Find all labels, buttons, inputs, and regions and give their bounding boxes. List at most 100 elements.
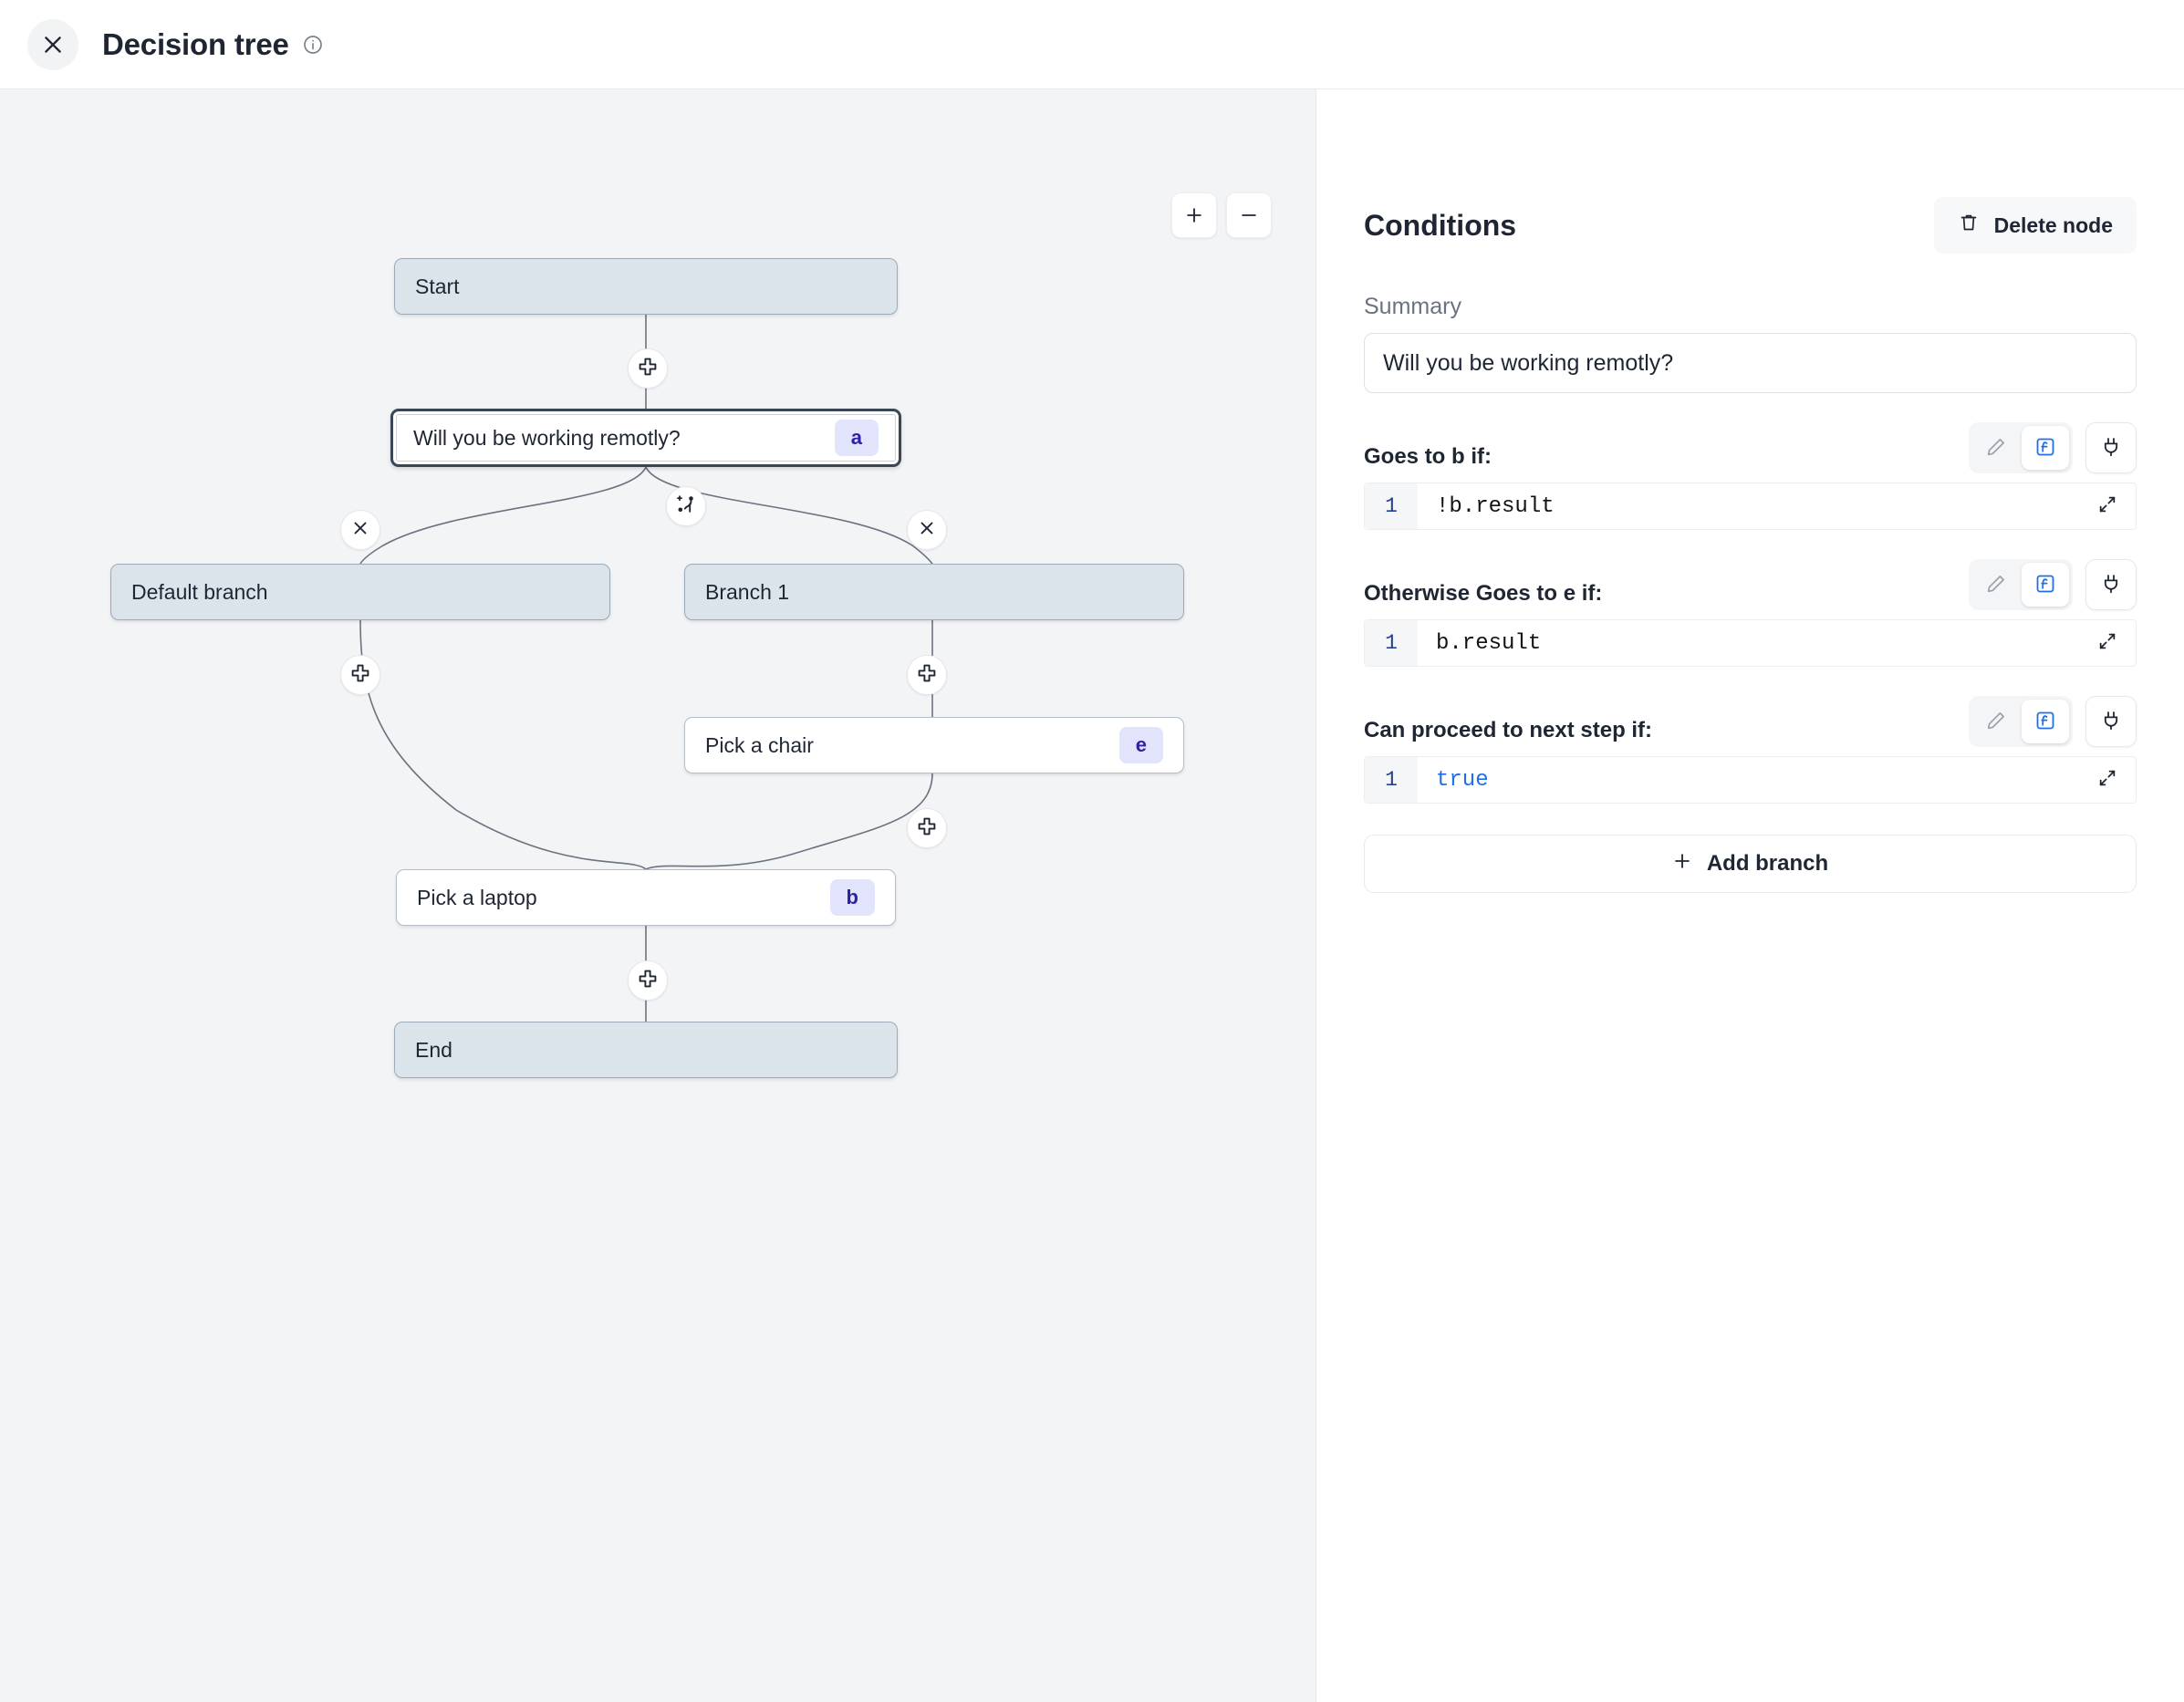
node-label: Start	[415, 274, 460, 298]
editor-mode-toggle	[1969, 559, 2073, 610]
plus-node-icon	[637, 356, 659, 382]
condition-row: Can proceed to next step if:	[1364, 694, 2137, 747]
info-icon[interactable]	[302, 34, 324, 56]
pencil-icon	[1985, 710, 2007, 734]
zoom-out-button[interactable]	[1226, 192, 1272, 238]
function-icon-button[interactable]	[2022, 700, 2069, 743]
expand-editor-button[interactable]	[2088, 761, 2127, 799]
node-label: Branch 1	[705, 579, 790, 604]
condition-label: Can proceed to next step if:	[1364, 718, 1653, 742]
zoom-in-button[interactable]	[1171, 192, 1217, 238]
plug-icon	[2100, 710, 2122, 734]
condition-toolbar	[1969, 559, 2137, 610]
condition-toolbar	[1969, 696, 2137, 747]
code-content[interactable]: true	[1436, 767, 1489, 793]
flow-node-pick-a-laptop[interactable]: Pick a laptop b	[396, 869, 896, 926]
remove-default-branch-button[interactable]	[340, 510, 380, 550]
editor-mode-toggle	[1969, 422, 2073, 473]
flow-node-end[interactable]: End	[394, 1022, 898, 1078]
code-content[interactable]: !b.result	[1436, 493, 1555, 519]
pencil-icon-button[interactable]	[1972, 563, 2020, 607]
line-number: 1	[1365, 620, 1418, 666]
node-label: End	[415, 1037, 452, 1062]
connect-plug-button[interactable]	[2085, 422, 2137, 473]
flow-node-branch-1[interactable]: Branch 1	[684, 564, 1184, 620]
node-badge: b	[829, 879, 875, 916]
trash-icon	[1958, 212, 1980, 239]
add-branch-button[interactable]: Add branch	[1364, 835, 2137, 893]
add-node-button[interactable]	[907, 808, 947, 848]
close-button[interactable]	[27, 18, 78, 70]
function-icon-button[interactable]	[2022, 426, 2069, 470]
connect-plug-button[interactable]	[2085, 696, 2137, 747]
expand-icon	[2097, 631, 2117, 656]
page-title: Decision tree	[102, 26, 289, 61]
summary-input[interactable]	[1364, 333, 2137, 393]
condition-row: Goes to b if:	[1364, 420, 2137, 473]
close-icon	[41, 33, 65, 57]
line-number: 1	[1365, 483, 1418, 529]
delete-node-button[interactable]: Delete node	[1933, 197, 2137, 254]
node-label: Pick a chair	[705, 732, 814, 757]
condition-block-goes-to-b: Goes to b if:	[1364, 420, 2137, 530]
add-node-button[interactable]	[907, 655, 947, 695]
pencil-icon-button[interactable]	[1972, 426, 2020, 470]
expand-icon	[2097, 768, 2117, 793]
node-label: Will you be working remotly?	[413, 425, 681, 450]
remove-branch-icon	[350, 518, 370, 543]
plus-node-icon	[916, 662, 938, 689]
expand-editor-button[interactable]	[2088, 624, 2127, 662]
plus-node-icon	[349, 662, 371, 689]
function-icon	[2034, 573, 2056, 597]
expand-editor-button[interactable]	[2088, 487, 2127, 525]
flow-node-condition-a[interactable]: Will you be working remotly? a	[390, 409, 901, 467]
summary-label: Summary	[1364, 294, 1461, 319]
flow-node-default-branch[interactable]: Default branch	[110, 564, 610, 620]
flow-node-start[interactable]: Start	[394, 258, 898, 315]
app-header: Decision tree	[0, 0, 2184, 89]
function-icon-button[interactable]	[2022, 563, 2069, 607]
zoom-controls	[1171, 192, 1272, 238]
connect-plug-button[interactable]	[2085, 559, 2137, 610]
pencil-icon-button[interactable]	[1972, 700, 2020, 743]
flow-canvas[interactable]: Start Will you be working remotly? a Def…	[0, 89, 1316, 1702]
plug-icon	[2100, 436, 2122, 461]
add-node-button[interactable]	[628, 348, 668, 389]
add-branch-label: Add branch	[1706, 851, 1829, 876]
flow-node-pick-a-chair[interactable]: Pick a chair e	[684, 717, 1184, 773]
condition-block-can-proceed: Can proceed to next step if:	[1364, 694, 2137, 804]
editor-mode-toggle	[1969, 696, 2073, 747]
condition-label: Goes to b if:	[1364, 444, 1492, 469]
remove-branch-icon	[917, 518, 937, 543]
line-number: 1	[1365, 757, 1418, 803]
remove-branch-1-button[interactable]	[907, 510, 947, 550]
node-badge: a	[834, 420, 879, 456]
code-editor[interactable]: 1 true	[1364, 756, 2137, 804]
condition-block-otherwise-goes-to-e: Otherwise Goes to e if:	[1364, 557, 2137, 667]
plus-node-icon	[637, 968, 659, 994]
code-editor[interactable]: 1 !b.result	[1364, 483, 2137, 530]
delete-node-label: Delete node	[1993, 213, 2113, 237]
function-icon	[2034, 710, 2056, 734]
panel-title: Conditions	[1364, 208, 1517, 242]
plus-icon	[1672, 851, 1692, 877]
add-node-button[interactable]	[628, 960, 668, 1001]
add-node-button[interactable]	[340, 655, 380, 695]
code-editor[interactable]: 1 b.result	[1364, 619, 2137, 667]
code-content[interactable]: b.result	[1436, 630, 1542, 656]
pencil-icon	[1985, 436, 2007, 461]
node-label: Default branch	[131, 579, 268, 604]
condition-row: Otherwise Goes to e if:	[1364, 557, 2137, 610]
panel-header: Conditions Delete node	[1364, 197, 2137, 254]
add-branch-canvas-button[interactable]	[666, 486, 706, 526]
node-badge: e	[1118, 727, 1163, 763]
condition-label: Otherwise Goes to e if:	[1364, 581, 1603, 606]
pencil-icon	[1985, 573, 2007, 597]
plus-node-icon	[916, 815, 938, 842]
condition-toolbar	[1969, 422, 2137, 473]
plug-icon	[2100, 573, 2122, 597]
expand-icon	[2097, 494, 2117, 519]
function-icon	[2034, 436, 2056, 461]
node-label: Pick a laptop	[417, 885, 537, 909]
branch-add-icon	[675, 493, 697, 520]
